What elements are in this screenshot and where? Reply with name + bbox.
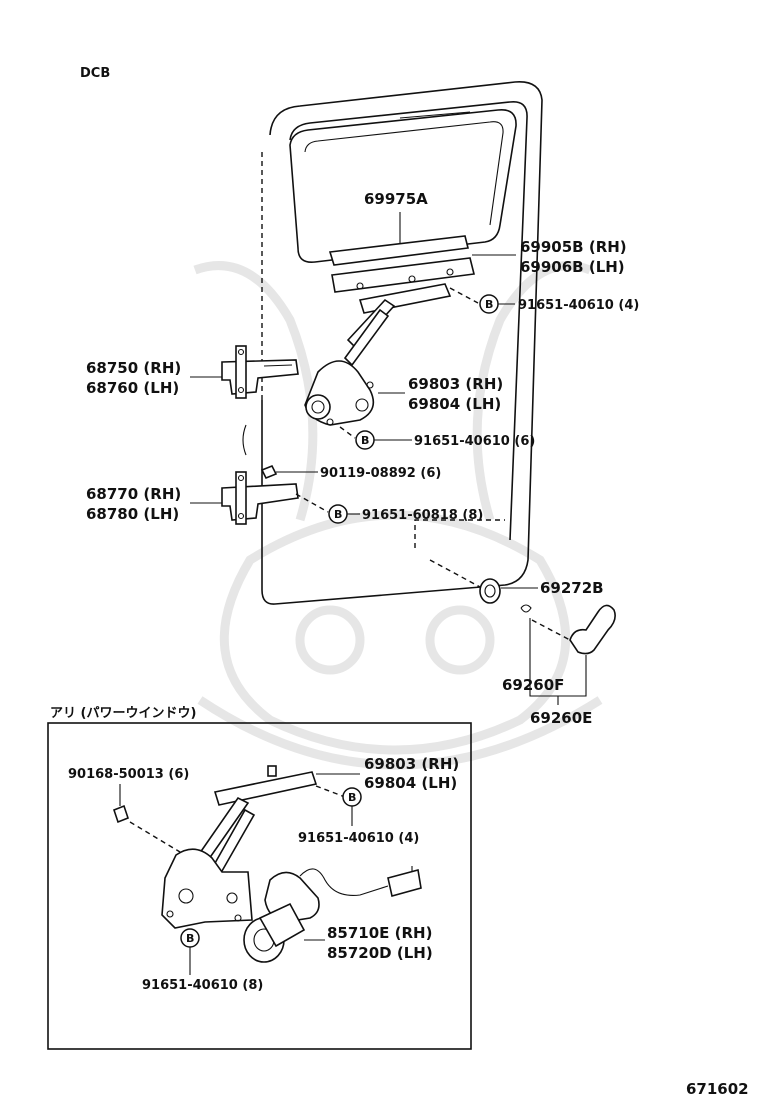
label-handle: 69260E	[530, 709, 592, 727]
svg-text:B: B	[348, 791, 356, 804]
header-code: DCB	[80, 66, 110, 81]
window-regulator	[304, 283, 479, 439]
label-upper-hinge-lh: 68760 (LH)	[86, 379, 179, 397]
rail-69975a	[328, 212, 469, 266]
label-rail: 69975A	[364, 190, 428, 208]
b-bubble-lower: B	[328, 504, 348, 524]
inset-label-bolt-top: 91651-40610 (4)	[298, 831, 419, 846]
svg-text:B: B	[485, 298, 493, 311]
inset-label-motor-lh: 85720D (LH)	[327, 944, 433, 962]
diagram-number: 671602	[686, 1080, 749, 1098]
power-window-inset: アリ (パワーウインドウ) B B	[47, 706, 472, 1050]
label-bolt-mid: 91651-40610 (6)	[414, 434, 535, 449]
label-lower-hinge-rh: 68770 (RH)	[86, 485, 181, 503]
svg-text:B: B	[361, 434, 369, 447]
inset-b-bubble-bottom: B	[180, 928, 200, 948]
b-bubble-top: B	[479, 294, 499, 314]
window-handle-assembly	[429, 559, 616, 705]
label-bolt-lower: 91651-60818 (8)	[362, 508, 483, 523]
watermark-emblem	[193, 261, 603, 770]
label-screw: 90119-08892 (6)	[320, 466, 441, 481]
inset-b-bubble-top: B	[342, 787, 362, 807]
label-lower-hinge-lh: 68780 (LH)	[86, 505, 179, 523]
label-snap-ring: 69260F	[502, 676, 564, 694]
label-regulator-rh: 69803 (RH)	[408, 375, 503, 393]
label-channel-lh: 69906B (LH)	[520, 258, 625, 276]
label-regulator-lh: 69804 (LH)	[408, 395, 501, 413]
inset-label-regulator-lh: 69804 (LH)	[364, 774, 457, 792]
label-knob-washer: 69272B	[540, 579, 604, 597]
svg-text:B: B	[186, 932, 194, 945]
upper-hinge	[190, 345, 299, 456]
inset-title: アリ (パワーウインドウ)	[50, 706, 196, 721]
door-outline	[261, 81, 543, 605]
label-channel-rh: 69905B (RH)	[520, 238, 627, 256]
lower-hinge	[190, 464, 329, 525]
svg-text:B: B	[334, 508, 342, 521]
inset-label-regulator-rh: 69803 (RH)	[364, 755, 459, 773]
b-bubble-mid: B	[355, 430, 375, 450]
label-upper-hinge-rh: 68750 (RH)	[86, 359, 181, 377]
inset-label-bolt-bottom: 91651-40610 (8)	[142, 978, 263, 993]
inset-label-screw: 90168-50013 (6)	[68, 767, 189, 782]
channel-69905b	[331, 254, 516, 293]
inset-frame	[47, 722, 472, 1050]
inset-label-motor-rh: 85710E (RH)	[327, 924, 432, 942]
label-bolt-top: 91651-40610 (4)	[518, 298, 639, 313]
